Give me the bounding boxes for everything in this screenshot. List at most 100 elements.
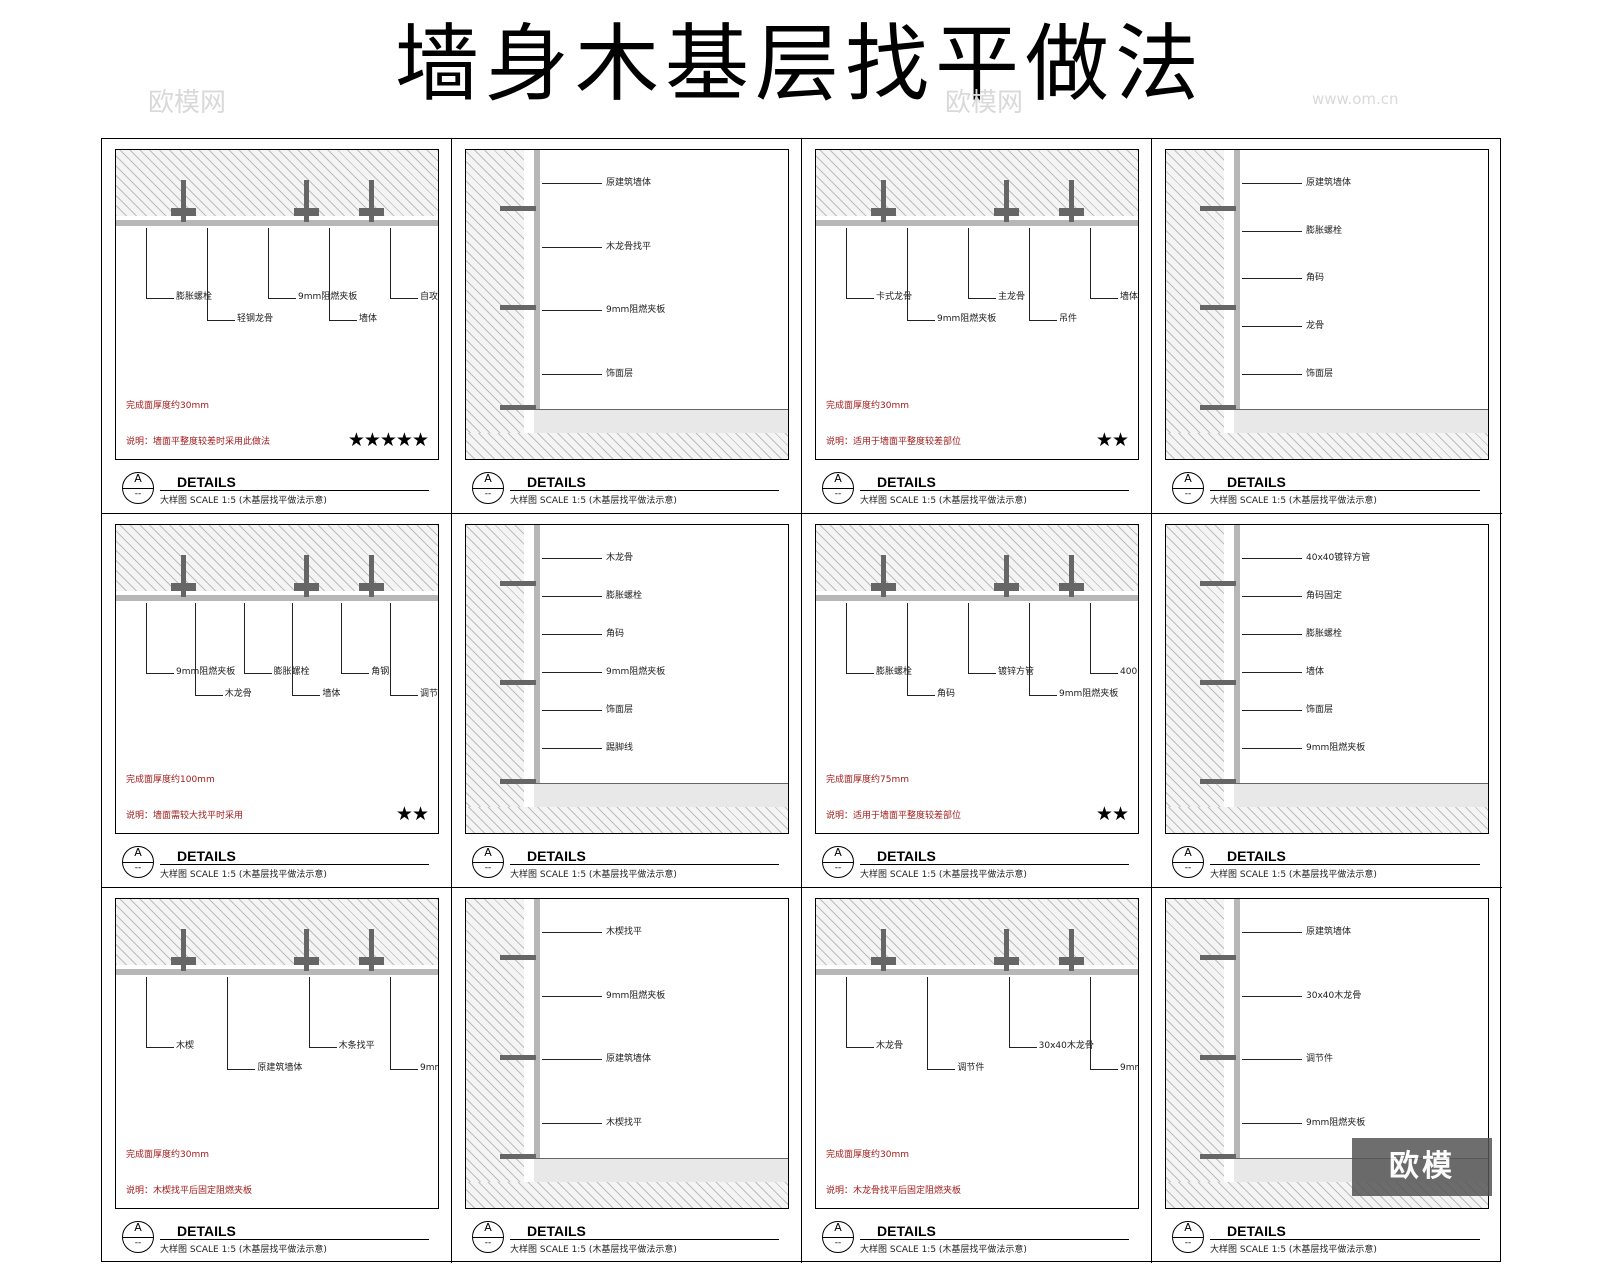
caption-rule	[860, 1238, 1129, 1240]
leader-line	[341, 672, 370, 674]
board-layer	[816, 220, 1138, 226]
caption-rule	[860, 864, 1129, 866]
callout-label: 墙体	[322, 688, 341, 699]
callout-label: 原建筑墙体	[257, 1063, 303, 1074]
detail-title: DETAILS	[177, 1222, 236, 1239]
anchor-bolt	[303, 929, 309, 972]
anchor-bracket	[293, 582, 319, 591]
wall-hatch	[116, 524, 438, 591]
detail-panel: 膨胀螺栓轻钢龙骨9mm阻燃夹板墙体自攻螺钉完成面厚度约30mm说明：墙面平整度较…	[102, 139, 452, 514]
anchor-bracket	[358, 582, 384, 591]
floor-slab	[534, 408, 788, 435]
leader-line	[194, 694, 223, 696]
anchor-bolt	[1200, 779, 1236, 785]
leader-line	[292, 602, 294, 695]
anchor-bracket	[170, 957, 196, 966]
detail-marker	[822, 1220, 854, 1253]
note-text: 说明：适用于墙面平整度较差部位	[826, 436, 962, 447]
leader-line	[1242, 183, 1302, 184]
leader-line	[542, 310, 602, 312]
anchor-bolt	[303, 554, 309, 597]
detail-marker	[122, 1220, 154, 1253]
detail-scale: 大样图 SCALE 1:5 (木基层找平做法示意)	[510, 1244, 677, 1255]
anchor-bracket	[993, 208, 1019, 216]
callout-label: 木条找平	[338, 1041, 375, 1052]
caption-rule	[160, 489, 429, 491]
detail-drawing: 木楔原建筑墙体木条找平9mm阻燃夹板完成面厚度约30mm说明：木楔找平后固定阻燃…	[115, 898, 439, 1209]
anchor-bolt	[303, 180, 309, 222]
callout-label: 膨胀螺栓	[1306, 628, 1343, 639]
wall-hatch	[816, 150, 1138, 216]
callout-label: 9mm阻燃夹板	[1306, 1117, 1366, 1128]
anchor-bolt	[1200, 955, 1236, 961]
detail-scale: 大样图 SCALE 1:5 (木基层找平做法示意)	[510, 870, 677, 881]
floor-slab	[1234, 408, 1488, 435]
leader-line	[542, 595, 602, 597]
leader-line	[1029, 694, 1057, 696]
wall-hatch	[1166, 524, 1224, 834]
caption-rule	[1210, 1238, 1480, 1240]
leader-line	[542, 246, 602, 248]
caption-rule	[160, 1238, 429, 1240]
leader-line	[1242, 1059, 1302, 1061]
anchor-bracket	[993, 582, 1019, 591]
detail-title: DETAILS	[1227, 848, 1286, 865]
leader-line	[1090, 977, 1091, 1070]
leader-line	[542, 1122, 602, 1124]
board-layer	[1234, 524, 1240, 784]
leader-line	[390, 1069, 418, 1071]
leader-line	[1242, 326, 1302, 327]
board-layer	[534, 899, 540, 1158]
detail-title: DETAILS	[877, 1222, 936, 1239]
leader-line	[1090, 602, 1091, 673]
callout-label: 角码固定	[1306, 590, 1343, 601]
leader-line	[968, 228, 969, 298]
note-text: 完成面厚度约30mm	[126, 1149, 209, 1160]
leader-line	[846, 298, 874, 299]
callout-label: 9mm阻燃夹板	[606, 667, 666, 678]
anchor-bracket	[170, 582, 196, 591]
detail-marker-sheet: --	[1184, 1237, 1192, 1248]
page-title: 墙身木基层找平做法	[394, 15, 1205, 113]
leader-line	[1090, 298, 1118, 299]
leader-line	[542, 557, 602, 559]
leader-line	[846, 228, 847, 298]
anchor-bolt	[1068, 554, 1074, 597]
anchor-bolt	[500, 580, 536, 586]
detail-scale: 大样图 SCALE 1:5 (木基层找平做法示意)	[160, 870, 327, 881]
callout-label: 原建筑墙体	[606, 178, 652, 188]
caption-rule	[510, 489, 779, 491]
detail-scale: 大样图 SCALE 1:5 (木基层找平做法示意)	[510, 495, 677, 506]
anchor-bolt	[880, 180, 886, 222]
detail-title: DETAILS	[177, 473, 236, 490]
board-layer	[816, 969, 1138, 976]
anchor-bolt	[1200, 1054, 1236, 1060]
detail-drawing: 木龙骨调节件30x40木龙骨9mm阻燃夹板完成面厚度约30mm说明：木龙骨找平后…	[815, 898, 1139, 1209]
leader-line	[1008, 1047, 1037, 1049]
leader-line	[1242, 230, 1302, 232]
leader-line	[542, 373, 602, 375]
callout-label: 自攻螺钉	[420, 292, 439, 302]
detail-marker-letter: A	[484, 846, 492, 860]
wall-hatch	[1166, 899, 1224, 1208]
anchor-bolt	[368, 554, 374, 597]
anchor-bolt	[500, 679, 536, 685]
detail-marker-sheet: --	[834, 1237, 842, 1248]
leader-line	[341, 602, 343, 673]
leader-line	[542, 183, 602, 184]
callout-label: 30x40木龙骨	[1306, 990, 1362, 1001]
detail-title: DETAILS	[1227, 1222, 1286, 1239]
detail-marker-letter: A	[484, 1220, 492, 1234]
leader-line	[227, 977, 229, 1070]
callout-label: 踢脚线	[606, 743, 634, 754]
detail-marker-letter: A	[1184, 1220, 1192, 1234]
leader-line	[1242, 557, 1302, 559]
callout-label: 吊件	[1059, 314, 1078, 324]
